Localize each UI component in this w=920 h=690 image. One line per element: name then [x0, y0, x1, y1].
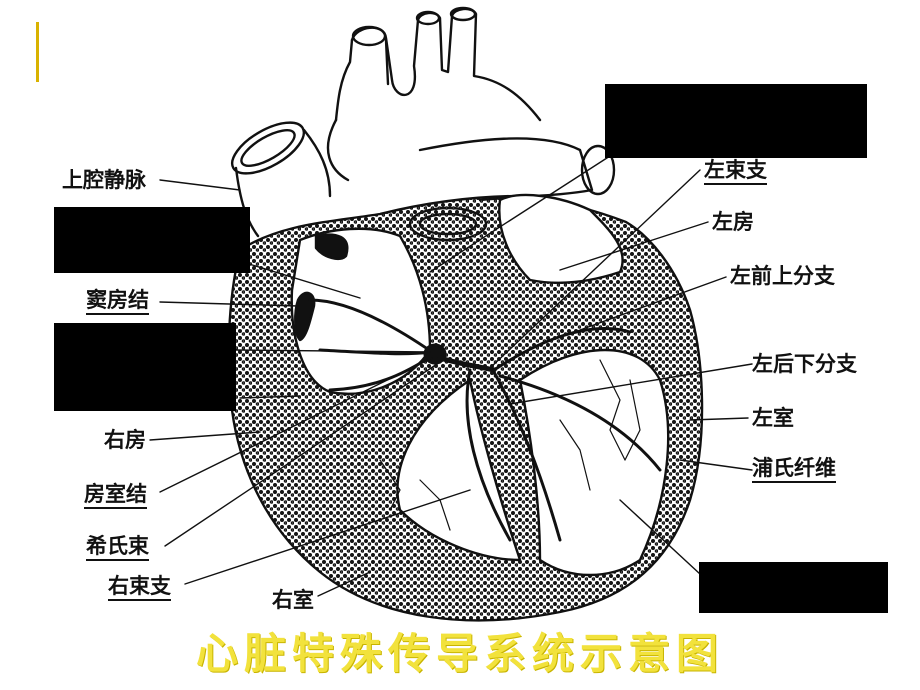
label-svc: 上腔静脉 — [62, 167, 146, 192]
label-sa-node: 窦房结 — [86, 288, 149, 315]
label-lv: 左室 — [752, 405, 794, 430]
slide-caption: 心脏特殊传导系统示意图 — [195, 629, 724, 678]
redaction-box-left-upper — [54, 207, 250, 273]
label-lbb: 左束支 — [704, 158, 767, 185]
redaction-box-top-right — [605, 84, 867, 158]
great-vessels — [326, 6, 542, 182]
svc-tube — [231, 121, 332, 238]
label-av-node: 房室结 — [84, 482, 147, 509]
conduction-path — [308, 298, 662, 542]
accent-bar — [36, 22, 39, 82]
label-rbb: 右束支 — [108, 574, 171, 601]
label-ra: 右房 — [104, 427, 146, 452]
label-lpf: 左后下分支 — [752, 351, 857, 376]
label-his-bundle: 希氏束 — [86, 534, 149, 561]
redaction-box-left-middle — [54, 323, 236, 411]
redaction-box-bottom-right — [699, 562, 888, 613]
label-purkinje: 浦氏纤维 — [752, 456, 836, 483]
leader-lines — [149, 155, 753, 597]
label-laf: 左前上分支 — [730, 263, 835, 288]
label-rv: 右室 — [272, 587, 314, 612]
label-la: 左房 — [712, 209, 754, 234]
